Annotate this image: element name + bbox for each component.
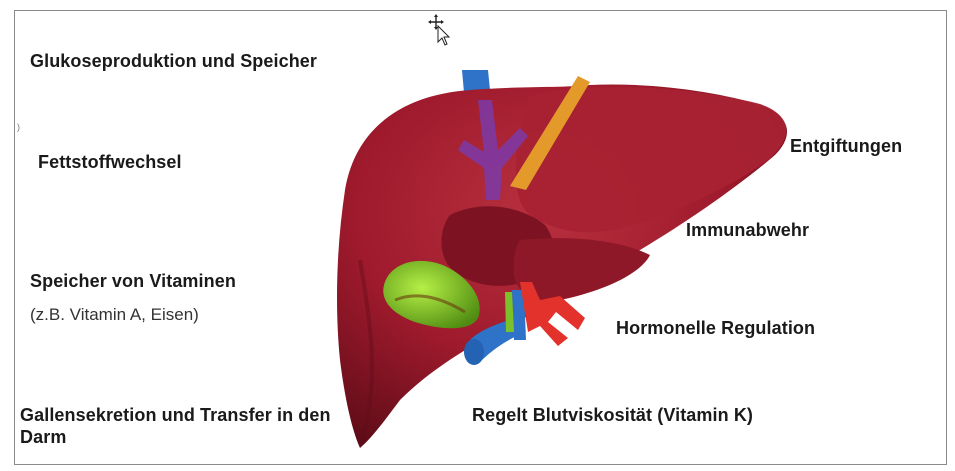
label-vitamins: Speicher von Vitaminen (30, 270, 236, 292)
label-bile: Gallensekretion und Transfer in den Darm (20, 404, 350, 448)
label-hormone: Hormonelle Regulation (616, 317, 815, 339)
label-detox: Entgiftungen (790, 135, 902, 157)
label-vitamins-sub: (z.B. Vitamin A, Eisen) (30, 304, 199, 326)
label-viscosity: Regelt Blutviskosität (Vitamin K) (472, 404, 753, 426)
move-cursor-icon (428, 14, 452, 46)
label-glucose: Glukoseproduktion und Speicher (30, 50, 317, 72)
liver-left-lobe (516, 87, 786, 232)
label-fat: Fettstoffwechsel (38, 151, 182, 173)
label-immune: Immunabwehr (686, 219, 809, 241)
